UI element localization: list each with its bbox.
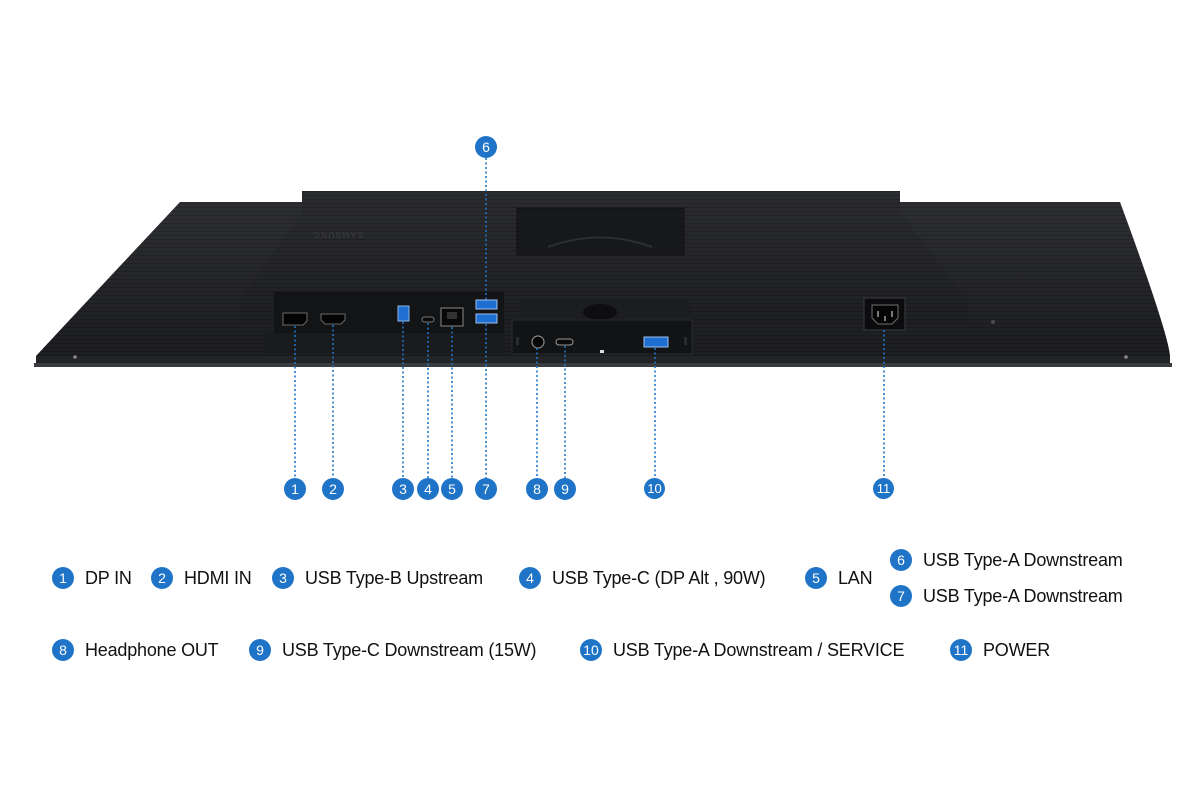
side-port-module [511,319,693,355]
legend-label: USB Type-A Downstream [923,549,1123,570]
callout-badge-1: 1 [284,478,306,500]
legend-item-9: 9 USB Type-C Downstream (15W) [249,639,537,661]
legend-label: USB Type-A Downstream [923,585,1123,606]
callout-badge-2: 2 [322,478,344,500]
callout-badge-3: 3 [392,478,414,500]
legend-item-4: 4 USB Type-C (DP Alt , 90W) [519,567,766,589]
dp-port [282,312,308,326]
leader-lines [294,158,885,478]
legend-badge: 3 [272,567,294,589]
callout-badge-11: 11 [873,478,894,499]
usb-c-downstream-port [555,338,574,346]
legend-badge: 1 [52,567,74,589]
usb-a-service-port [643,336,669,348]
vesa-mount-recess [516,207,685,256]
monitor-back-housing: SAMSUNG [240,191,968,325]
legend-item-6: 6 USB Type-A Downstream [890,549,1123,571]
legend-item-10: 10 USB Type-A Downstream / SERVICE [580,639,904,661]
legend-badge: 4 [519,567,541,589]
legend-label: POWER [983,639,1051,660]
legend-badge: 11 [950,639,972,661]
legend-item-11: 11 POWER [950,639,1050,661]
brand-logo: SAMSUNG [312,230,363,239]
legend-item-3: 3 USB Type-B Upstream [272,567,483,589]
callout-badge-4: 4 [417,478,439,500]
legend-badge: 2 [151,567,173,589]
legend-item-5: 5 LAN [805,567,873,589]
legend-badge: 8 [52,639,74,661]
legend-label: HDMI IN [184,567,252,588]
legend-badge: 5 [805,567,827,589]
legend-badge: 6 [890,549,912,571]
legend-badge: 9 [249,639,271,661]
legend-label: DP IN [85,567,132,588]
legend-label: USB Type-C (DP Alt , 90W) [552,567,766,588]
legend-item-1: 1 DP IN [52,567,132,589]
legend-label: USB Type-B Upstream [305,567,483,588]
usb-c-port [421,316,435,323]
legend-item-7: 7 USB Type-A Downstream [890,585,1123,607]
callout-badge-5: 5 [441,478,463,500]
hdmi-port [320,313,346,325]
callout-badge-10: 10 [644,478,665,499]
port-bay [265,292,505,353]
headphone-jack [531,335,545,349]
callout-badge-6: 6 [475,136,497,158]
legend-label: USB Type-C Downstream (15W) [282,639,537,660]
legend-label: USB Type-A Downstream / SERVICE [613,639,905,660]
callout-badge-8: 8 [526,478,548,500]
legend-item-2: 2 HDMI IN [151,567,252,589]
legend-badge: 7 [890,585,912,607]
legend-label: LAN [838,567,873,588]
usb-b-port [397,305,410,322]
usb-a-port-upper [475,299,498,310]
legend-item-8: 8 Headphone OUT [52,639,219,661]
callout-badge-9: 9 [554,478,576,500]
legend-label: Headphone OUT [85,639,219,660]
usb-a-port-lower [475,313,498,324]
callout-badge-7: 7 [475,478,497,500]
stand-neck [520,300,690,320]
power-inlet [863,297,906,331]
legend-badge: 10 [580,639,602,661]
